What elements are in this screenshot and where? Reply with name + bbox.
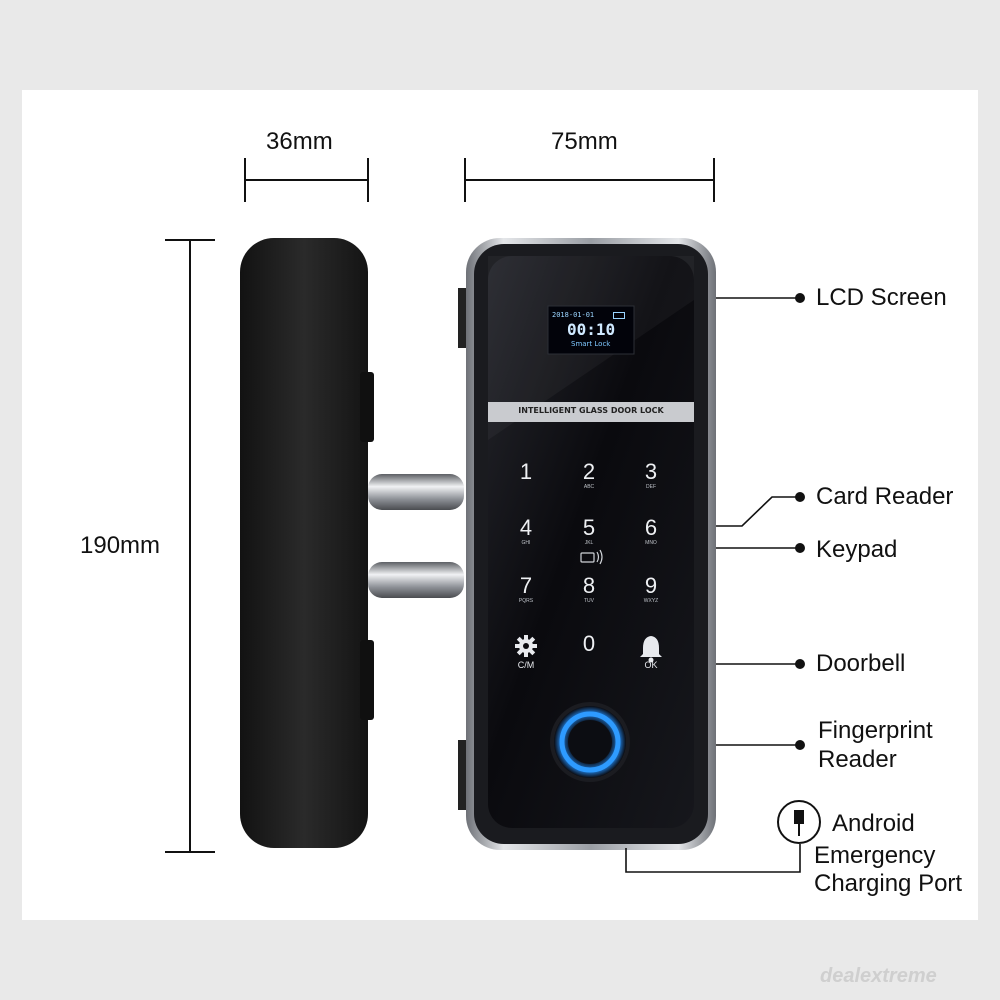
keypad-cm-label: C/M [517, 660, 535, 670]
keypad-key-digit: 3 [644, 459, 658, 484]
keypad-key-digit: 4 [519, 515, 533, 540]
callout-doorbell: Doorbell [816, 650, 906, 677]
dimension-height [165, 239, 215, 853]
keypad-key-letters: TUV [584, 598, 594, 604]
lcd-screen [547, 305, 635, 355]
callout-lines [625, 297, 801, 873]
keypad-key-letters: ABC [583, 484, 595, 490]
callout-keypad: Keypad [816, 536, 898, 563]
keypad-key-digit: 7 [519, 573, 533, 598]
callout-fingerprint-line2: Reader [818, 746, 897, 773]
card-reader-icon [580, 549, 603, 565]
keypad-key-letters: MNO [645, 540, 657, 546]
keypad-key-0[interactable]: 0 [569, 632, 609, 656]
brand-strip [488, 402, 694, 422]
lock-side-view [240, 238, 374, 848]
keypad-key-digit: 6 [644, 515, 658, 540]
dimension-width-front [464, 158, 715, 202]
keypad-key-digit: 8 [582, 573, 596, 598]
keypad-key-digit: 1 [519, 459, 533, 484]
brand-strip-text: INTELLIGENT GLASS DOOR LOCK [518, 406, 664, 415]
dimension-label-height: 190mm [80, 532, 161, 559]
dimension-label-side: 36mm [266, 128, 333, 155]
lcd-time: 00:10 [567, 320, 616, 339]
keypad-key-letters: DEF [646, 484, 656, 490]
keypad-key-digit: 5 [582, 515, 596, 540]
callout-port-line3: Charging Port [814, 870, 963, 897]
callout-fingerprint-line1: Fingerprint [818, 717, 933, 744]
callout-port-line1: Android [832, 810, 915, 837]
dimension-width-side [244, 158, 369, 202]
lock-bolts [368, 474, 464, 598]
keypad-key-digit: 9 [644, 573, 658, 598]
keypad-key-digit: 2 [582, 459, 596, 484]
gear-icon [515, 635, 537, 657]
keypad-key-letters: GHI [521, 540, 531, 546]
keypad-key-digit: 0 [582, 631, 596, 656]
fingerprint-reader [550, 702, 630, 782]
keypad-key-1[interactable]: 1 [506, 460, 546, 484]
callout-card-reader: Card Reader [816, 483, 954, 510]
lcd-battery-icon [613, 312, 625, 319]
lcd-date: 2018-01-01 [552, 311, 595, 319]
callout-lcd-screen: LCD Screen [816, 284, 947, 311]
lcd-caption: Smart Lock [571, 340, 611, 348]
keypad-key-letters: WXYZ [643, 598, 659, 604]
dimension-label-front: 75mm [551, 128, 618, 155]
watermark: dealextreme [820, 965, 937, 987]
keypad-key-letters: PQRS [518, 598, 534, 604]
callout-port-line2: Emergency [814, 842, 936, 869]
usb-port-icon [777, 800, 821, 844]
keypad-key-letters: JKL [584, 540, 594, 546]
bell-icon [640, 636, 662, 663]
callout-dots [795, 293, 805, 750]
keypad-ok-label: OK [644, 660, 658, 670]
